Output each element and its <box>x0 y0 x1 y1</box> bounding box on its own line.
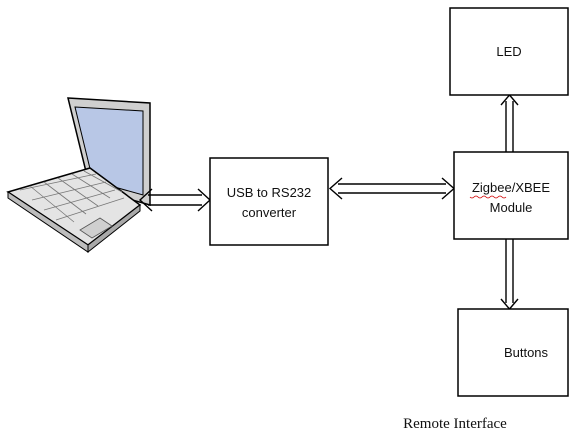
module-box: Zigbee/XBEE Module <box>453 151 569 240</box>
diagram-caption: Remote Interface <box>403 416 507 432</box>
converter-label-line2: converter <box>242 205 297 220</box>
led-label: LED <box>496 44 521 59</box>
module-label-line1: Zigbee/XBEE <box>472 180 550 195</box>
converter-box: USB to RS232 converter <box>209 157 329 246</box>
converter-label-line1: USB to RS232 <box>227 185 312 200</box>
arrow-converter-module <box>328 177 456 200</box>
laptop-icon <box>6 97 151 254</box>
led-box: LED <box>449 7 569 96</box>
arrow-module-led <box>500 93 519 152</box>
buttons-label: Buttons <box>504 345 549 360</box>
module-label-line2: Module <box>490 200 533 215</box>
spellcheck-underline <box>469 195 507 199</box>
arrow-module-buttons <box>500 239 519 311</box>
buttons-box: Buttons <box>457 308 569 397</box>
